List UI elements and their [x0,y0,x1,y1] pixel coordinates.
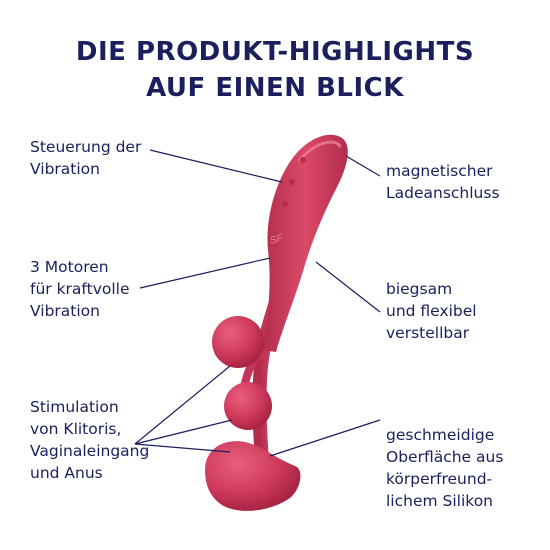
callout-line: verstellbar [386,324,470,342]
line-biegsam [315,261,381,313]
line-stim-2 [134,419,233,445]
callout-line: magnetischer [386,162,493,180]
mode-button [282,201,288,207]
callout-line: Vibration [30,160,100,178]
line-stim-3 [134,443,231,453]
callout-line: geschmeidige [386,426,495,444]
plus-button [300,157,306,163]
callout-magnet: magnetischer Ladeanschluss [386,160,500,204]
brand-logo: SF [269,233,285,247]
minus-button [289,179,295,185]
callout-line: von Klitoris, [30,420,122,438]
line-motoren [139,257,271,289]
line-stim-1 [134,365,231,445]
ball-top [212,316,264,368]
callout-line: körperfreund- [386,470,493,488]
main-shaft [262,134,348,352]
callout-line: 3 Motoren [30,258,109,276]
callout-line: und flexibel [386,302,477,320]
callout-line: Vaginaleingang [30,442,150,460]
callout-line: Stimulation [30,398,119,416]
callout-line: Vibration [30,302,100,320]
title-line-2: AUF EINEN BLICK [146,73,404,103]
line-silikon [269,419,381,457]
line-magnet [345,155,381,177]
callout-line: für kraftvolle [30,280,130,298]
callout-stimulation: Stimulation von Klitoris, Vaginaleingang… [30,396,149,484]
callout-line: lichem Silikon [386,492,494,510]
ball-middle [224,382,272,430]
callout-motoren: 3 Motoren für kraftvolle Vibration [30,256,130,322]
title-line-1: DIE PRODUKT-HIGHLIGHTS [75,37,475,67]
callout-line: Oberfläche aus [386,448,504,466]
callout-silikon: geschmeidige Oberfläche aus körperfreund… [386,424,503,512]
callout-steuerung: Steuerung der Vibration [30,136,141,180]
line-steuerung [149,149,283,183]
callout-line: Ladeanschluss [386,184,500,202]
callout-biegsam: biegsam und flexibel verstellbar [386,278,477,344]
page-title: DIE PRODUKT-HIGHLIGHTS AUF EINEN BLICK [0,34,550,106]
ball-bottom-base [205,441,301,511]
callout-line: und Anus [30,464,103,482]
callout-line: biegsam [386,280,453,298]
callout-line: Steuerung der [30,138,142,156]
